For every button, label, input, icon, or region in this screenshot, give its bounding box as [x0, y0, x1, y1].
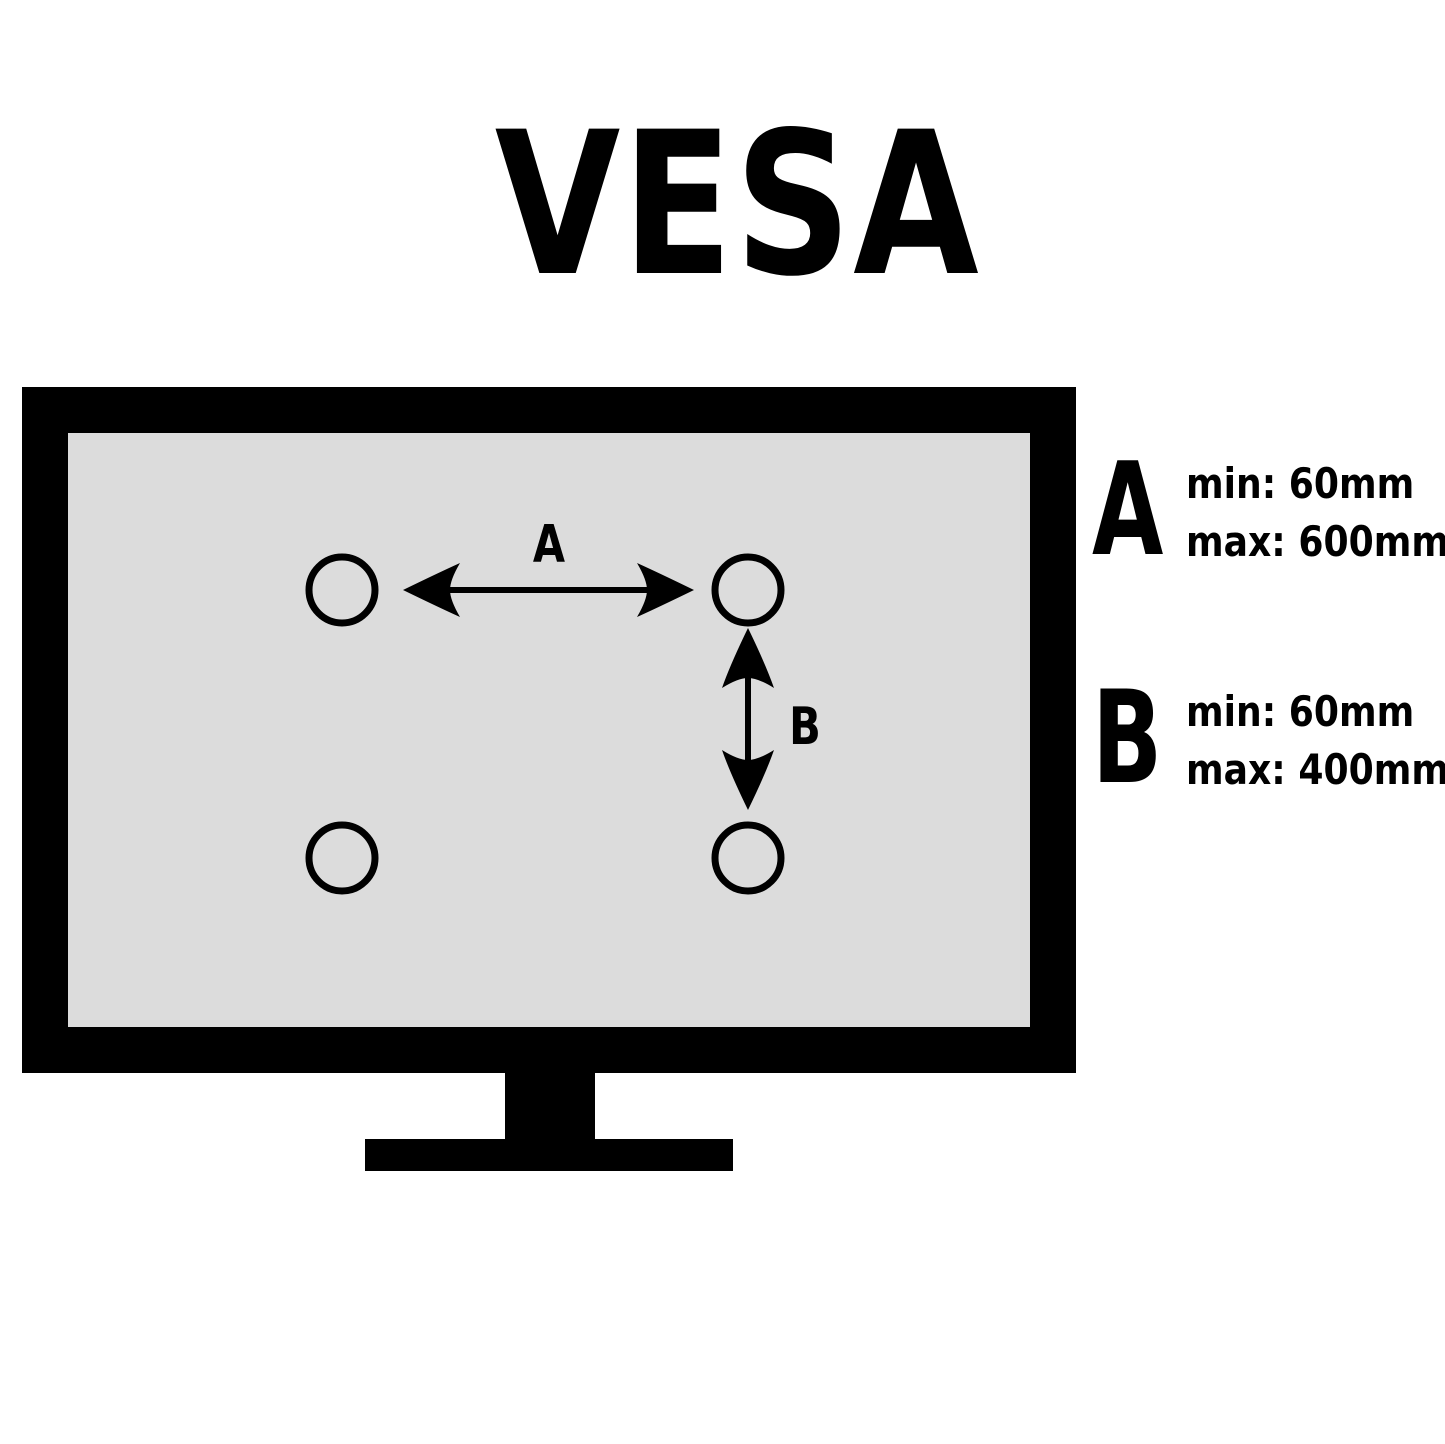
mount-hole-top-right — [711, 553, 785, 627]
vertical-arrow — [722, 628, 774, 810]
spec-b-max: max: 400mm — [1186, 745, 1445, 794]
horizontal-arrow — [403, 563, 694, 617]
spec-b: B min: 60mm max: 400mm — [1092, 674, 1445, 804]
distance-label-b: B — [789, 697, 821, 758]
spec-b-min: min: 60mm — [1186, 687, 1415, 736]
spec-a-min: min: 60mm — [1186, 459, 1415, 508]
spec-letter-b: B — [1092, 664, 1163, 813]
page-title: VESA — [494, 89, 981, 320]
spec-a: A min: 60mm max: 600mm — [1092, 446, 1445, 576]
spec-letter-a: A — [1092, 436, 1164, 585]
mount-hole-bottom-right — [711, 821, 785, 895]
distance-label-a: A — [533, 515, 566, 576]
mount-hole-bottom-left — [305, 821, 379, 895]
stand-neck — [505, 1073, 595, 1140]
spec-a-max: max: 600mm — [1186, 517, 1445, 566]
stand-base — [365, 1139, 733, 1171]
mount-hole-top-left — [305, 553, 379, 627]
monitor-screen — [68, 433, 1030, 1027]
